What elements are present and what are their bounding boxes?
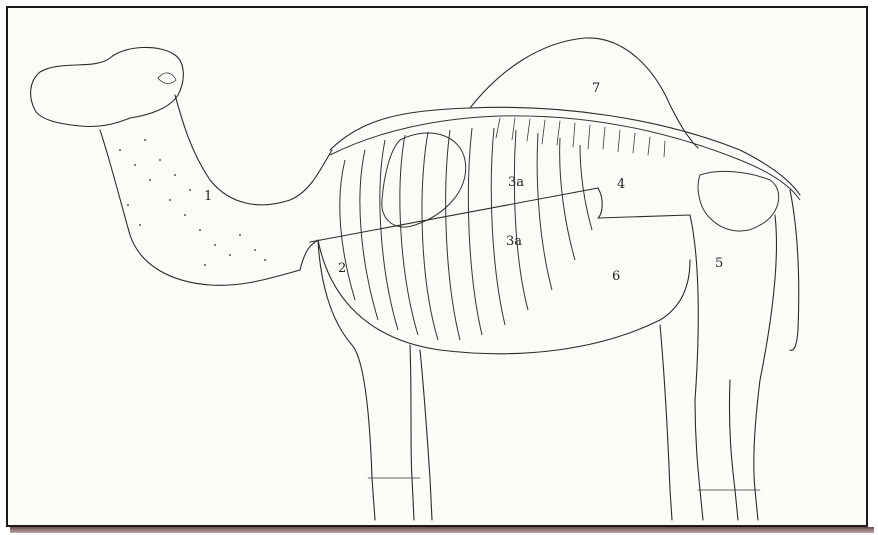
rib-division-line: [310, 188, 598, 242]
front-leg2: [420, 350, 432, 520]
hind-leg-outer: [690, 215, 703, 520]
hind-leg-inner2: [729, 380, 738, 520]
neck-front: [100, 130, 300, 285]
region-label-3a-lower: 3a: [506, 234, 522, 249]
tail: [790, 190, 799, 350]
flank-division-line: [598, 215, 690, 218]
belly-line: [318, 240, 690, 354]
region-label-3a-upper: 3a: [508, 175, 524, 190]
shoulder-line: [300, 240, 318, 270]
front-leg-outer: [318, 240, 375, 520]
region-label-2: 2: [338, 261, 346, 276]
rib-cage: [340, 128, 592, 340]
region-label-6: 6: [612, 269, 620, 284]
region-label-1: 1: [204, 189, 212, 204]
pelvis: [698, 171, 779, 231]
region-label-5: 5: [715, 256, 723, 271]
hind-leg-inner: [660, 325, 672, 520]
spine: [330, 116, 800, 200]
hump-outline: [470, 38, 698, 148]
neck-back: [175, 95, 332, 205]
front-leg-inner: [410, 345, 414, 520]
hind-leg-back: [754, 215, 777, 520]
ear: [158, 73, 176, 84]
scapula: [382, 133, 466, 227]
head-outline: [31, 47, 184, 126]
region-label-4: 4: [617, 177, 625, 192]
flank-curve: [598, 188, 602, 218]
region-label-7: 7: [592, 81, 600, 96]
